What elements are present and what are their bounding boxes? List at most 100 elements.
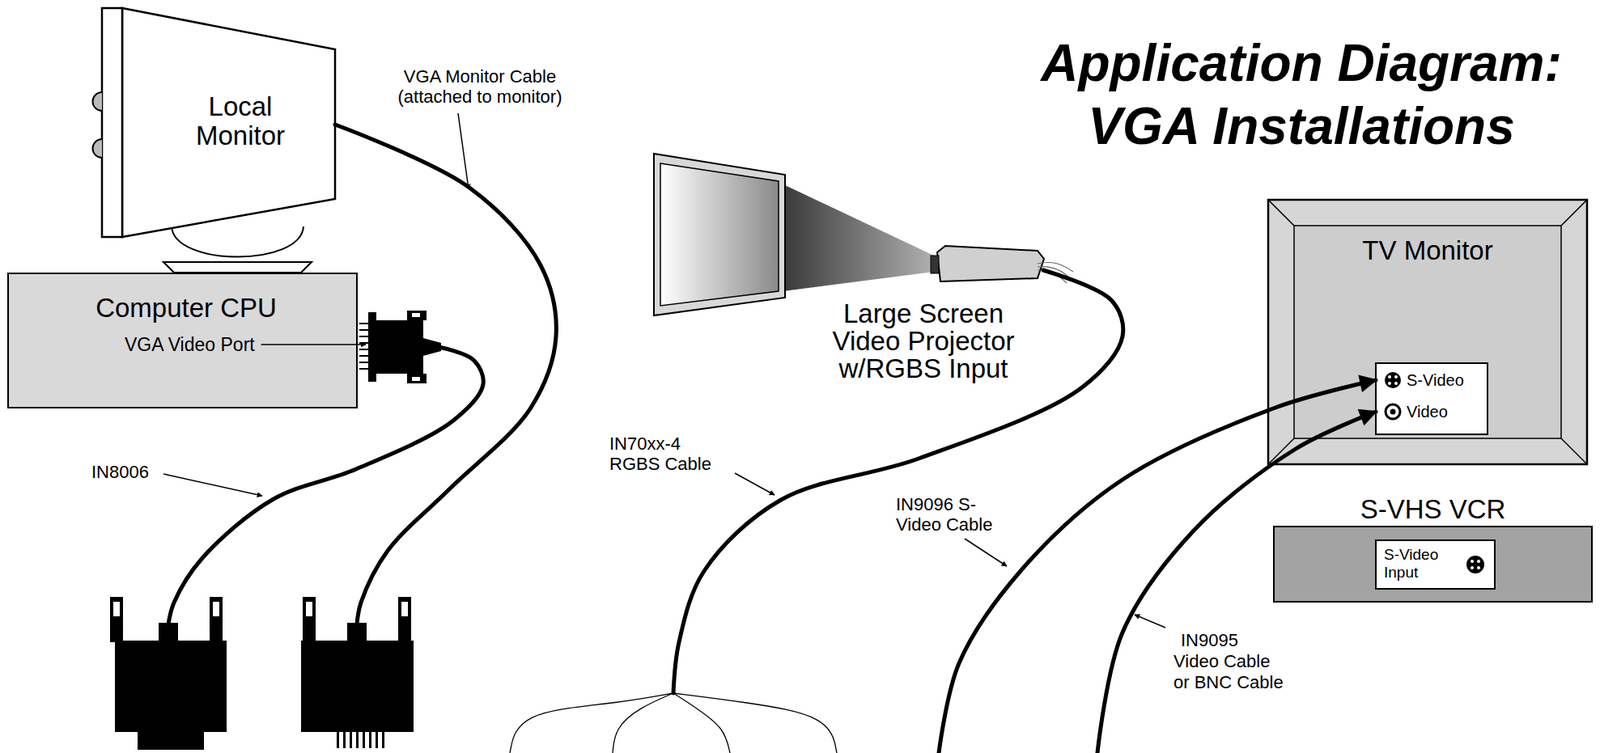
plug-pin [375, 732, 378, 749]
monitor-label-area: Local Monitor [129, 56, 332, 203]
drawing-part [368, 312, 377, 382]
plug-pins [336, 732, 385, 749]
leader-arrow [261, 343, 366, 346]
monitor-knob [93, 92, 103, 111]
cable-label: IN70xx-4 RGBS Cable [609, 433, 723, 475]
drawing-part [1387, 381, 1392, 386]
drawing-part [1384, 372, 1401, 389]
drawing-part [137, 732, 204, 751]
monitor-body [122, 8, 336, 238]
drawing-part [359, 342, 370, 344]
monitor-base [163, 262, 312, 273]
node-title: S-Video [1406, 369, 1465, 391]
drawing-part [411, 377, 421, 382]
leader-lines [163, 113, 1166, 629]
plug-pin [356, 732, 359, 749]
plug-pin [349, 732, 353, 749]
drawing-part [1390, 409, 1397, 416]
plug-pin [381, 732, 385, 749]
cable-label: IN9096 S-Video Cable [895, 494, 1018, 535]
drawing-part [359, 323, 370, 370]
node-text: Video [1406, 401, 1448, 423]
drawing-part [1470, 560, 1474, 564]
projector-lens [930, 255, 939, 274]
drawing-part [113, 602, 120, 617]
drawing-part [209, 597, 223, 643]
screen-surface [660, 163, 779, 306]
monitor-stand [171, 226, 304, 258]
drawing-part [359, 355, 370, 357]
projector-label: Large Screen Video Projector w/RGBS Inpu… [801, 292, 1046, 382]
leader-line [964, 538, 1007, 567]
drawing-part [359, 368, 370, 370]
drawing-part [1394, 381, 1398, 386]
svideo-jack-icon [1466, 555, 1485, 574]
svideo-cable [938, 380, 1376, 753]
cpu-case [8, 273, 357, 408]
leader-line [458, 113, 469, 190]
leader-line [163, 474, 263, 497]
leader-line [1134, 615, 1166, 629]
drawing-part [376, 320, 424, 374]
drawing-part [411, 313, 421, 318]
drawing-part [302, 597, 316, 643]
node-text: VGA Video Port [124, 333, 255, 357]
drawing-part [398, 597, 412, 643]
drawing-part [407, 373, 427, 384]
drawing-part [1470, 566, 1474, 570]
plug-pin [369, 732, 372, 749]
input-panel [1375, 363, 1488, 435]
tv-frame [1268, 199, 1588, 465]
monitor-drawing [93, 8, 336, 273]
svideo-jack-icon [1384, 372, 1401, 389]
drawing-part [1394, 375, 1398, 379]
cables [168, 124, 1376, 753]
drawing-part [1476, 566, 1481, 570]
diagram-title: Application Diagram: VGA Installations [1018, 31, 1585, 158]
vcr-input-panel: S-Video Input [1375, 540, 1495, 590]
rgbs-breakout-wire [673, 693, 730, 753]
part-number: IN8006 [91, 462, 189, 483]
plug-pin [336, 732, 340, 749]
light-beam [783, 184, 934, 292]
drawing-part [359, 361, 370, 364]
projector-body [937, 246, 1045, 282]
node-title: S-Video Input [1383, 546, 1449, 582]
leader-line [734, 473, 775, 496]
cpu-box: Computer CPUVGA Video Port [8, 273, 357, 408]
cable-label: IN9095 Video Cable or BNC Cable [1173, 630, 1286, 694]
drawing-part [1561, 199, 1588, 226]
drawing-part [359, 348, 370, 351]
drawing-part [114, 640, 227, 733]
drawing-part [1385, 404, 1401, 420]
node-title: Large Screen Video Projector w/RGBS Inpu… [818, 300, 1029, 383]
projector-drawing [653, 153, 1074, 316]
drawing-part [359, 322, 370, 325]
monitor-knob [93, 139, 102, 158]
vcr-panel [1375, 540, 1495, 590]
drawing-part [1387, 375, 1392, 379]
node-title: Local Monitor [163, 92, 318, 151]
drawing-part [359, 329, 370, 332]
cable-label: VGA Monitor Cable (attached to monitor) [386, 66, 573, 107]
vcr-box: S-VHS VCR S-Video Input [1273, 493, 1592, 603]
video-cable [1097, 411, 1376, 753]
vcr-case [1273, 526, 1592, 603]
drawing-part [110, 597, 124, 643]
monitor-bezel [101, 8, 123, 238]
vga-monitor-cable [335, 124, 556, 625]
rca-jack-icon [1385, 404, 1401, 420]
node-title: TV Monitor [1268, 234, 1588, 268]
vcr-drawing [1273, 526, 1592, 603]
drawing-part [212, 602, 220, 617]
tv-monitor-box: TV MonitorS-VideoVideo [1268, 199, 1588, 465]
drawing-part [1268, 199, 1588, 465]
plug-pin [343, 732, 346, 749]
node-title: S-VHS VCR [1273, 494, 1592, 526]
drawing-part [301, 640, 414, 733]
rgbs-breakout-wire [673, 693, 837, 753]
input-panel: S-VideoVideo [1375, 363, 1488, 435]
drawing-part [1466, 555, 1485, 574]
